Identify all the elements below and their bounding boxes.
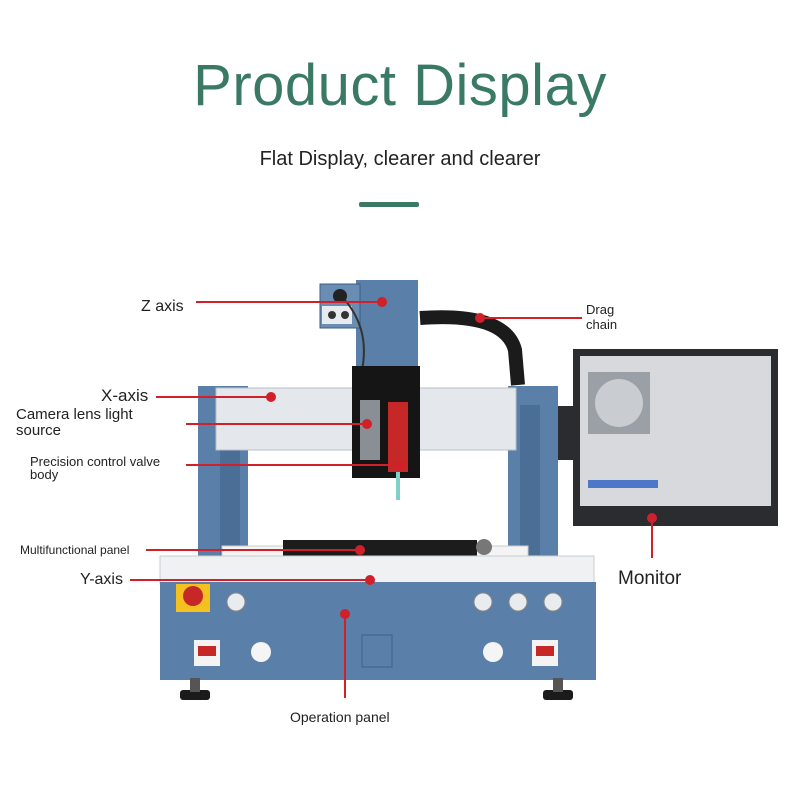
emergency-stop-button	[183, 586, 203, 606]
drag-chain	[419, 310, 525, 386]
z-axis-column	[356, 280, 418, 370]
title-divider	[359, 202, 419, 207]
control-button-2	[508, 592, 528, 612]
label-valve-line2: body	[30, 467, 59, 482]
page-subtitle: Flat Display, clearer and clearer	[259, 148, 541, 170]
z-bracket-bolt	[333, 289, 347, 303]
gantry-right-column-inner	[520, 405, 540, 555]
label-y-axis: Y-axis	[80, 571, 123, 588]
monitor-arm	[558, 406, 574, 460]
table-knob	[476, 539, 492, 555]
label-operation-panel: Operation panel	[290, 709, 390, 725]
z-bracket-plate	[322, 306, 352, 324]
label-valve-line1: Precision control valve	[30, 454, 161, 469]
base-front	[160, 582, 596, 680]
label-z-axis: Z axis	[141, 298, 184, 315]
start-button-right	[483, 642, 503, 662]
valve-body	[388, 402, 408, 472]
z-bracket-screw-1	[328, 311, 336, 319]
camera-unit	[360, 400, 380, 460]
foot-left	[180, 690, 210, 700]
display-right-digits	[536, 646, 554, 656]
valve-needle	[396, 472, 400, 500]
control-button-1	[473, 592, 493, 612]
multifunctional-panel-board	[283, 540, 477, 558]
label-multifunctional-panel: Multifunctional panel	[20, 543, 130, 557]
cable	[344, 299, 365, 371]
label-camera-line1: Camera lens light	[16, 406, 133, 423]
label-camera-line2: source	[16, 422, 62, 439]
control-button-left	[226, 592, 246, 612]
label-drag-chain-line2: chain	[586, 317, 618, 332]
control-button-3	[543, 592, 563, 612]
page-title: Product Display	[193, 53, 607, 118]
z-bracket-screw-2	[341, 311, 349, 319]
label-x-axis: X-axis	[101, 386, 149, 405]
start-button-left	[251, 642, 271, 662]
monitor-screen-circle	[595, 379, 643, 427]
foot-right-stem	[553, 678, 563, 692]
foot-right	[543, 690, 573, 700]
foot-left-stem	[190, 678, 200, 692]
label-monitor: Monitor	[618, 568, 682, 589]
base-access-panel	[361, 634, 393, 668]
display-left-digits	[198, 646, 216, 656]
monitor-screen-bar	[588, 480, 658, 488]
label-drag-chain-line1: Drag	[586, 302, 615, 317]
